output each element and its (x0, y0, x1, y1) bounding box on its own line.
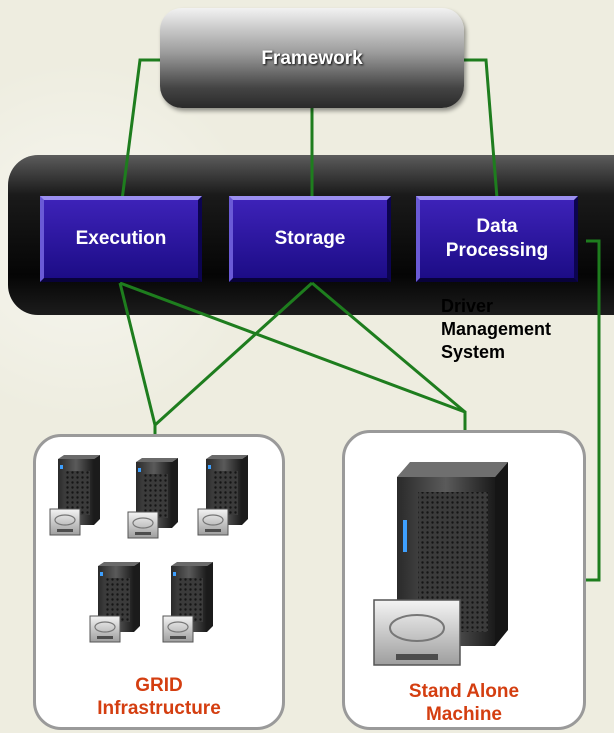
standalone-tower-side (495, 462, 508, 646)
connector-framework-execution (120, 58, 160, 201)
connector-storage-grid (153, 281, 314, 427)
stand-alone-machine-label: Stand Alone Machine (408, 681, 520, 725)
execution-module: Execution (40, 196, 202, 282)
storage-module: Storage (229, 196, 391, 282)
standalone-tower-top (397, 462, 508, 477)
framework-label: Framework (261, 48, 363, 69)
framework-box (160, 8, 464, 108)
standalone-led (403, 520, 407, 552)
connector-dataprocessing-standalone (586, 239, 601, 582)
driver-management-system-label: Driver Management System (441, 296, 552, 362)
data-processing-module: Data Processing (416, 196, 578, 282)
grid-infrastructure-label: GRID Infrastructure (97, 675, 221, 719)
connector-framework-dataprocessing (464, 58, 499, 199)
connector-storage-standalone (311, 281, 466, 414)
